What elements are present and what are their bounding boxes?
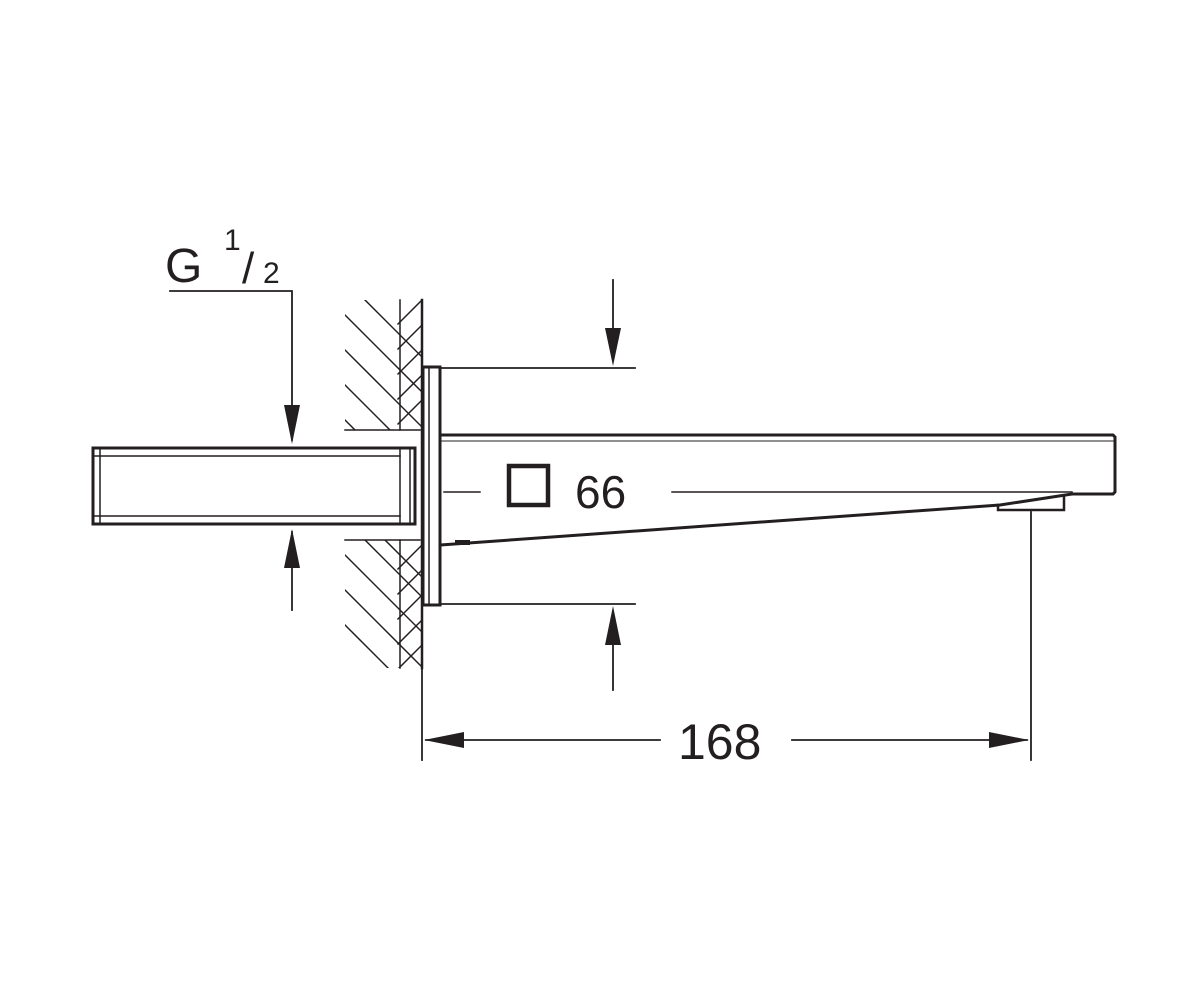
thread-callout: [169, 290, 300, 611]
arrow-down-icon: [284, 405, 300, 444]
wall-section: [344, 298, 424, 670]
spout-aerator: [996, 494, 1066, 512]
wall-hatching-bottom: [345, 540, 423, 668]
height-dimension-value: 66: [575, 466, 626, 518]
thread-leader-line: [169, 290, 293, 441]
arrow-right-icon: [989, 732, 1029, 748]
arrow-left-icon: [424, 732, 464, 748]
thread-label-denominator: 2: [263, 257, 280, 290]
arrow-up-icon: [284, 529, 300, 568]
thread-label-numerator: 1: [224, 224, 241, 257]
spout-outline: [438, 433, 1117, 547]
cover-plate-outline: [421, 365, 442, 607]
projection-dimension: [421, 511, 1032, 761]
arrow-down-icon: [605, 328, 621, 366]
square-section-icon: [506, 463, 551, 508]
pipe-body: [91, 446, 417, 526]
wall-hatching-top: [345, 300, 423, 430]
arrow-up-icon: [605, 606, 621, 645]
cover-plate: [421, 365, 442, 607]
thread-label-slash: /: [242, 244, 255, 293]
spout-detail-mark: [455, 540, 470, 545]
height-dimension: [439, 279, 1073, 691]
projection-dimension-value: 168: [678, 714, 761, 770]
thread-label-letter: G: [165, 240, 202, 293]
spout: [438, 433, 1117, 547]
connection-pipe: [91, 446, 417, 526]
